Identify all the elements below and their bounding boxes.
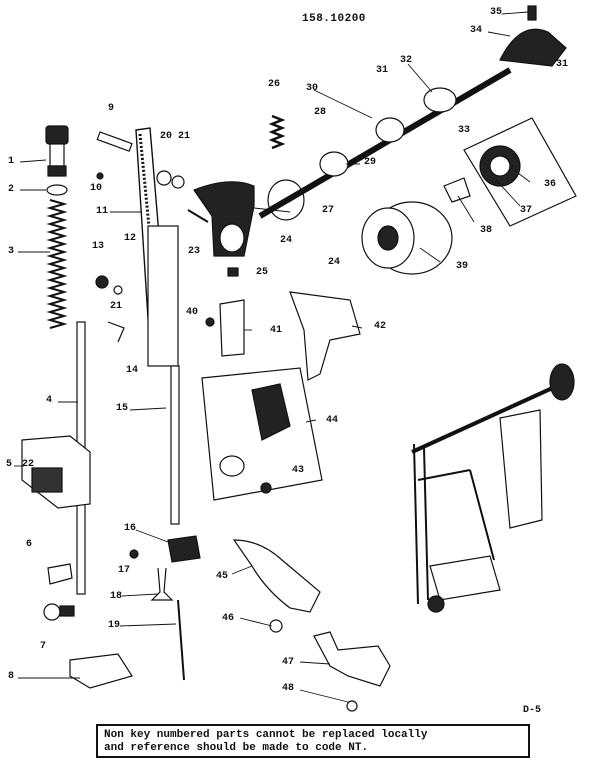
callout-42: 42 xyxy=(374,321,387,332)
part-27-take-up-crank xyxy=(193,179,305,257)
callout-19: 19 xyxy=(108,620,121,631)
part-30-bushing xyxy=(375,117,405,143)
part-47-bracket xyxy=(313,631,391,687)
callout-7: 7 xyxy=(40,641,47,652)
part-19-needle xyxy=(177,599,185,681)
callout-24-top: 24 xyxy=(280,235,293,246)
part-3-spring xyxy=(46,199,68,329)
part-42-lever xyxy=(289,291,361,381)
part-22-bracket xyxy=(21,435,91,509)
callout-46: 46 xyxy=(222,613,235,624)
callout-3: 3 xyxy=(8,246,15,257)
callout-24-right: 24 xyxy=(328,257,341,268)
note-line-2: and reference should be made to code NT. xyxy=(104,742,369,754)
callout-12: 12 xyxy=(124,233,137,244)
callout-23: 23 xyxy=(188,246,201,257)
callout-26: 26 xyxy=(268,79,281,90)
callout-29: 29 xyxy=(364,157,377,168)
callout-20: 20 xyxy=(160,131,173,142)
part-23-pin xyxy=(187,209,209,223)
part-8-presser-foot xyxy=(69,653,133,689)
part-16-needle-clamp xyxy=(167,535,201,563)
part-32-collar xyxy=(423,87,457,113)
note-line-1: Non key numbered parts cannot be replace… xyxy=(104,729,428,741)
callout-30: 30 xyxy=(306,83,319,94)
callout-45: 45 xyxy=(216,571,229,582)
callout-47: 47 xyxy=(282,657,295,668)
part-48-screw xyxy=(346,700,358,712)
callout-31-mid: 31 xyxy=(376,65,389,76)
callout-21-left: 21 xyxy=(110,301,123,312)
part-21-spring-clip xyxy=(113,285,123,295)
page-code: D-5 xyxy=(523,705,542,716)
callout-39: 39 xyxy=(456,261,469,272)
callout-25: 25 xyxy=(256,267,269,278)
part-26-spring xyxy=(268,114,286,150)
callout-40: 40 xyxy=(186,307,199,318)
callout-18: 18 xyxy=(110,591,123,602)
callout-5: 5 xyxy=(6,459,13,470)
part-15-needle-bar xyxy=(147,225,180,525)
part-37-gear-plate xyxy=(463,117,577,227)
part-44-assembly-box xyxy=(201,367,323,501)
callout-35: 35 xyxy=(490,7,503,18)
main-arm-shaft xyxy=(258,67,512,219)
callout-9: 9 xyxy=(108,103,115,114)
callout-10: 10 xyxy=(90,183,103,194)
callout-2: 2 xyxy=(8,184,15,195)
part-14-wire xyxy=(107,321,125,343)
callout-37: 37 xyxy=(520,205,533,216)
part-9-pin xyxy=(96,131,133,152)
callout-44: 44 xyxy=(326,415,339,426)
part-39-hook-drum xyxy=(361,201,453,275)
callout-48: 48 xyxy=(282,683,295,694)
part-7-thumb-screw xyxy=(43,603,75,621)
part-20-ring xyxy=(156,170,172,186)
part-18-thumb-screw xyxy=(150,567,174,601)
callout-15: 15 xyxy=(116,403,129,414)
part-29-collar xyxy=(319,151,349,177)
callout-41: 41 xyxy=(270,325,283,336)
part-2-washer xyxy=(46,184,68,196)
part-38-cam xyxy=(443,177,471,203)
part-21-ring xyxy=(171,175,185,189)
callout-38: 38 xyxy=(480,225,493,236)
callout-1: 1 xyxy=(8,156,15,167)
model-number: 158.10200 xyxy=(302,13,366,25)
callout-16: 16 xyxy=(124,523,137,534)
callout-13: 13 xyxy=(92,241,105,252)
callout-28: 28 xyxy=(314,107,327,118)
callout-21-top: 21 xyxy=(178,131,191,142)
callout-14: 14 xyxy=(126,365,139,376)
callout-11: 11 xyxy=(96,206,109,217)
part-45-lever xyxy=(232,539,321,613)
callout-33: 33 xyxy=(458,125,471,136)
assembled-mechanism-view xyxy=(411,363,575,613)
callout-17: 17 xyxy=(118,565,131,576)
part-6-thread-guide xyxy=(47,563,73,585)
callout-22: 22 xyxy=(22,459,35,470)
part-10-screw xyxy=(96,172,104,180)
callout-36: 36 xyxy=(544,179,557,190)
callout-31-right: 31 xyxy=(556,59,569,70)
callout-4: 4 xyxy=(46,395,53,406)
part-25-screw xyxy=(227,267,239,277)
callout-6: 6 xyxy=(26,539,33,550)
callout-8: 8 xyxy=(8,671,15,682)
part-17-screw xyxy=(129,549,139,559)
callout-32: 32 xyxy=(400,55,413,66)
part-34-crank-end xyxy=(499,28,567,67)
part-46-screw xyxy=(269,619,283,633)
callout-43: 43 xyxy=(292,465,305,476)
part-40-screw xyxy=(205,317,215,327)
callout-34: 34 xyxy=(470,25,483,36)
part-1-tension-knob xyxy=(45,125,69,177)
part-13-roller xyxy=(95,275,109,289)
callout-27: 27 xyxy=(322,205,335,216)
replacement-note: Non key numbered parts cannot be replace… xyxy=(96,724,530,758)
part-41-plate xyxy=(219,299,245,357)
part-35-screw xyxy=(527,5,537,21)
